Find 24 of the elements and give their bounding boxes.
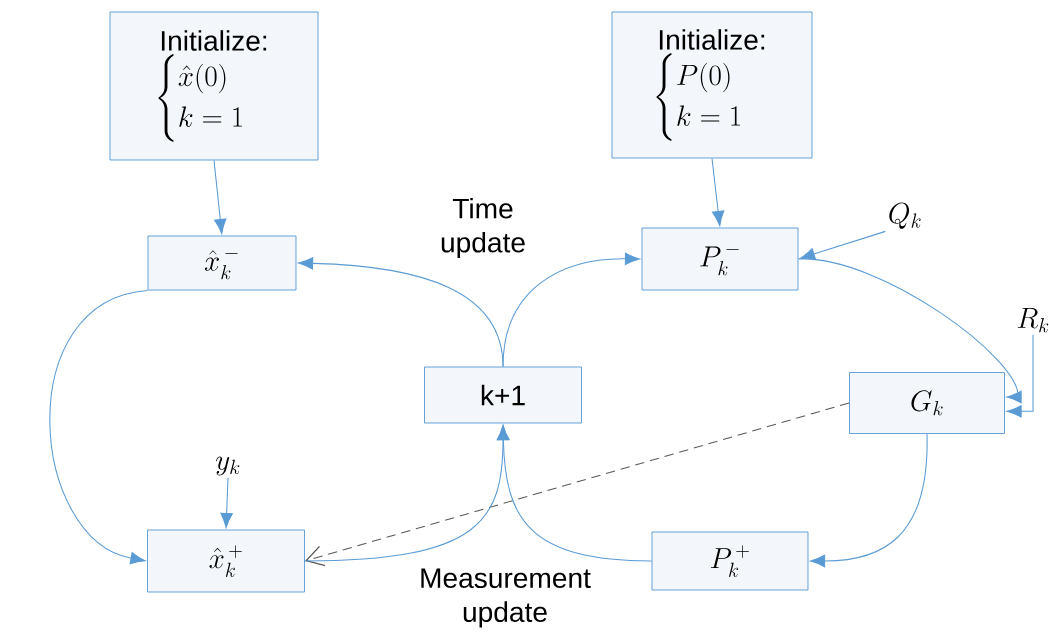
process-box: $P_k^{\,-}$ xyxy=(641,227,799,291)
process-box: Initialize: $\begin{cases}P(0)\\ k=1\end{cases}$ xyxy=(611,11,813,159)
arrow xyxy=(213,159,227,235)
symbol-label: $y_k$ xyxy=(216,456,240,476)
arrow xyxy=(797,258,1022,404)
process-box: $P_k^{\,+}$ xyxy=(651,531,809,591)
arrow xyxy=(304,425,510,562)
arrow xyxy=(711,157,725,227)
arrow xyxy=(220,477,233,529)
arrow xyxy=(799,230,886,261)
arrow xyxy=(810,433,928,568)
phase-label: Time update xyxy=(441,197,525,259)
symbol-label: $Q_k$ xyxy=(889,202,921,229)
symbol-label: $R_k$ xyxy=(1017,307,1049,333)
arrow xyxy=(304,402,850,567)
process-box: k+1 xyxy=(424,366,582,424)
arrow xyxy=(1006,334,1034,418)
arrow xyxy=(49,289,149,565)
process-box: $\hat{x}_k^{\,-}$ xyxy=(147,235,297,291)
arrow xyxy=(502,252,640,368)
process-box: $G_k$ xyxy=(849,372,1005,434)
process-box: $\hat{x}_k^{\,+}$ xyxy=(147,529,305,593)
phase-label: Measurement update xyxy=(421,568,591,628)
process-box: Initialize: $\begin{cases}\hat{x}(0)\\ k=1\end{cases}$ xyxy=(109,11,319,161)
